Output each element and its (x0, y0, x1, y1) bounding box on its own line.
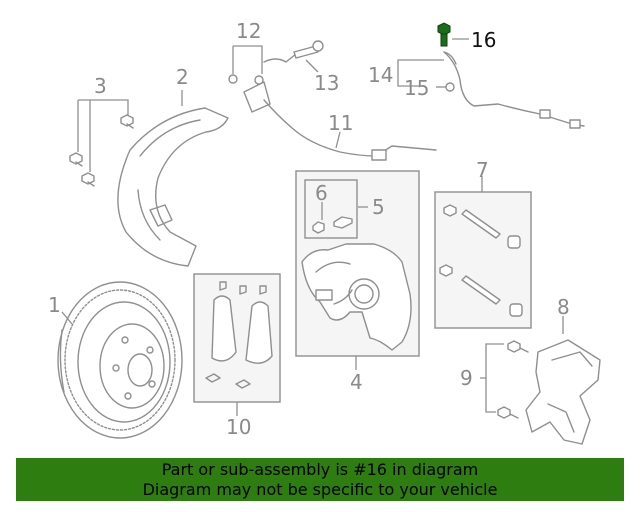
callout-1: 1 (48, 293, 61, 317)
brake-hose (243, 53, 437, 161)
guide-pins (439, 204, 523, 317)
callout-8: 8 (557, 295, 570, 319)
banner-line-1: Part or sub-assembly is #16 in diagram (161, 459, 479, 479)
bracket-bolts (497, 340, 529, 419)
abs-sensor-harness (443, 51, 585, 129)
leader-lines (61, 38, 564, 416)
callout-6: 6 (315, 181, 328, 205)
callout-5: 5 (372, 195, 385, 219)
callout-2: 2 (176, 65, 189, 89)
callout-7: 7 (476, 158, 489, 182)
callout-11: 11 (328, 111, 353, 135)
callout-9: 9 (460, 366, 473, 390)
caliper-bracket (525, 339, 601, 445)
callout-14: 14 (368, 63, 393, 87)
callout-13: 13 (314, 71, 339, 95)
banner-line-2: Diagram may not be specific to your vehi… (142, 479, 498, 499)
highlighted-part-16 (437, 22, 451, 47)
hose-bolts (228, 40, 324, 85)
callout-12: 12 (236, 19, 261, 43)
brake-caliper (301, 243, 412, 351)
brake-pads (205, 281, 273, 389)
callout-10: 10 (226, 415, 251, 439)
callout-16: 16 (471, 28, 496, 52)
info-banner: Part or sub-assembly is #16 in diagram D… (16, 458, 624, 501)
dust-shield (117, 107, 229, 267)
callout-4: 4 (350, 370, 363, 394)
callout-3: 3 (94, 74, 107, 98)
bleeder-screw (312, 216, 353, 234)
brake-rotor (57, 281, 183, 439)
callout-labels: 1 2 3 4 5 6 7 8 9 10 11 12 13 14 15 16 (48, 19, 570, 439)
callout-15: 15 (404, 76, 429, 100)
dust-shield-bolts (69, 114, 134, 187)
